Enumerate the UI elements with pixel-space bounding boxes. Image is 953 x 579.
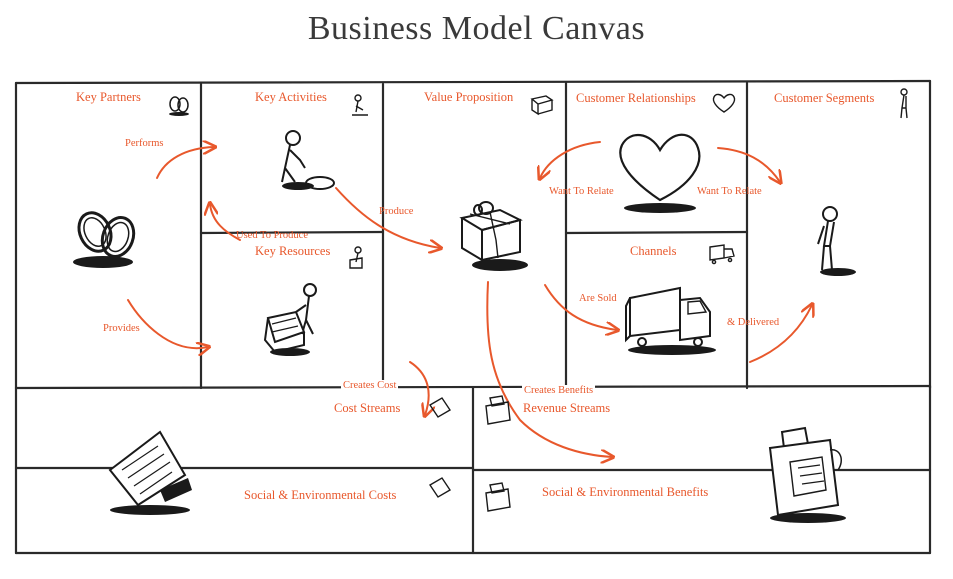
arrow-creates-benefits	[486, 281, 612, 457]
header-social-costs: Social & Environmental Costs	[244, 488, 397, 502]
gift-icon	[459, 201, 528, 271]
label-are-sold: Are Sold	[579, 293, 617, 304]
gift-small-icon	[530, 95, 554, 116]
person-small-icon	[900, 88, 908, 119]
header-customer-segments: Customer Segments	[774, 91, 875, 105]
arrow-provides	[127, 299, 208, 348]
label-performs: Performs	[125, 138, 164, 149]
arrow-performs	[156, 147, 214, 179]
header-social-benefits: Social & Environmental Benefits	[542, 485, 709, 499]
header-revenue-streams: Revenue Streams	[523, 401, 611, 415]
label-produce: Produce	[379, 206, 414, 217]
header-key-partners: Key Partners	[76, 90, 141, 104]
rings-icon	[73, 211, 136, 268]
truck-small-icon	[709, 244, 735, 265]
cash-register-small-icon	[485, 395, 511, 512]
header-cost-streams: Cost Streams	[334, 401, 401, 415]
arrow-delivered	[749, 305, 812, 363]
rings-small-icon	[169, 96, 189, 116]
worker-icon	[281, 130, 335, 190]
arrow-produce	[335, 187, 440, 248]
arrow-want-relate-left	[540, 141, 601, 178]
person-icon	[817, 206, 856, 276]
forklift-small-icon	[349, 246, 363, 269]
cash-register-icon	[768, 426, 846, 523]
header-key-resources: Key Resources	[255, 244, 331, 258]
arrow-used-to-produce	[210, 204, 241, 241]
truck-icon	[625, 286, 716, 355]
invoice-icon	[108, 430, 192, 515]
label-provides: Provides	[103, 323, 140, 334]
label-want-to-relate-left: Want To Relate	[549, 186, 614, 197]
label-used-to-produce: Used To Produce	[236, 230, 308, 241]
page-title: Business Model Canvas	[307, 10, 646, 47]
header-key-activities: Key Activities	[255, 90, 327, 104]
label-and-delivered: & Delivered	[727, 317, 780, 328]
arrow-creates-cost	[409, 361, 429, 415]
label-want-to-relate-right: Want To Relate	[697, 186, 762, 197]
canvas-grid	[14, 79, 932, 555]
header-channels: Channels	[630, 244, 677, 258]
forklift-icon	[263, 283, 317, 356]
label-creates-benefits: Creates Benefits	[522, 385, 596, 396]
label-creates-cost: Creates Cost	[341, 380, 399, 391]
invoice-small-icon	[429, 397, 451, 498]
header-value-proposition: Value Proposition	[424, 90, 514, 104]
worker-small-icon	[352, 94, 368, 116]
flow-arrows	[127, 141, 812, 457]
heart-small-icon	[712, 93, 736, 113]
header-customer-relationships: Customer Relationships	[576, 91, 696, 105]
arrow-are-sold	[544, 284, 617, 330]
arrow-want-relate-right	[717, 147, 780, 182]
heart-icon	[619, 133, 701, 213]
